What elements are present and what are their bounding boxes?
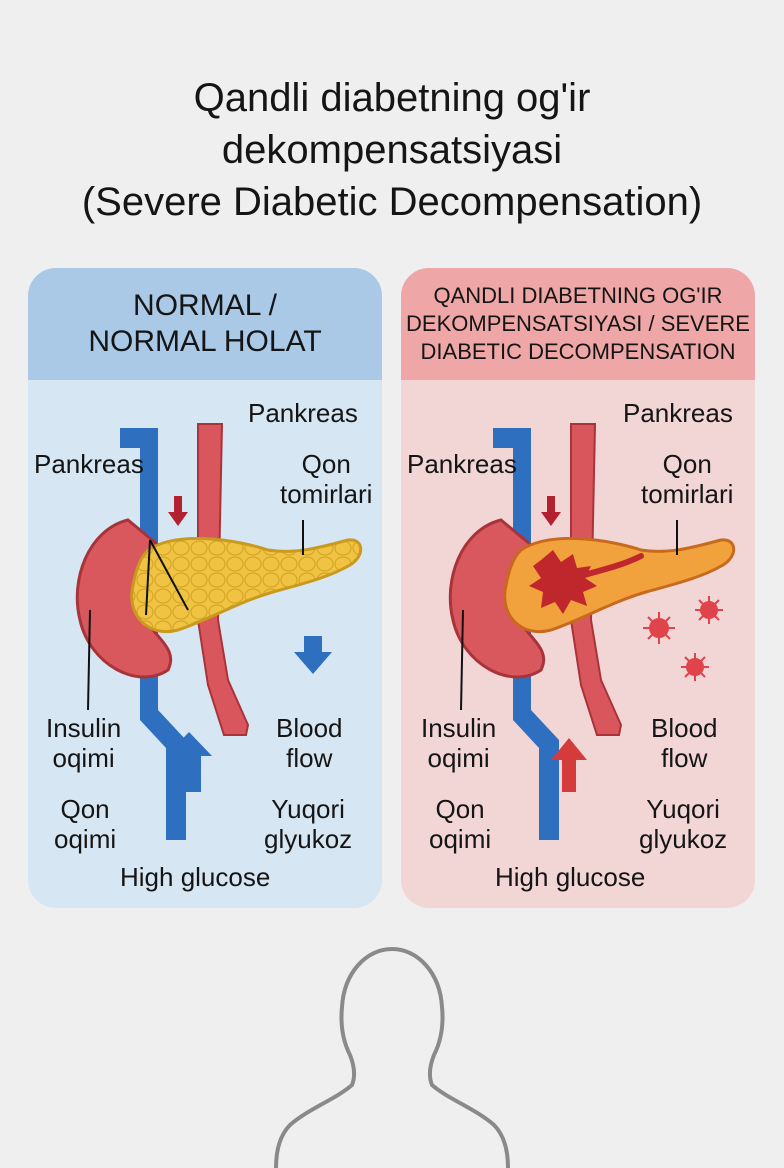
severe-label-qon-oqimi: Qon oqimi xyxy=(429,794,492,854)
normal-label-pankreas-left: Pankreas xyxy=(34,449,144,479)
severe-label-pankreas-top: Pankreas xyxy=(623,398,733,428)
normal-label-qon-oqimi: Qon oqimi xyxy=(54,794,117,854)
severe-label-high-glucose: High glucose xyxy=(495,862,646,892)
normal-label-insulin: Insulin oqimi xyxy=(46,713,122,773)
normal-label-qon-tomirlari: Qon tomirlari xyxy=(280,449,373,509)
severe-artery xyxy=(570,423,623,736)
severe-virus-icon-1 xyxy=(643,612,675,644)
normal-panel-header: NORMAL / NORMAL HOLAT xyxy=(28,268,382,380)
severe-small-red-arrow-icon xyxy=(541,496,561,526)
severe-header-line-1: QANDLI DIABETNING OG'IR xyxy=(433,283,723,308)
severe-header-line-3: DIABETIC DECOMPENSATION xyxy=(420,339,736,364)
normal-label-blood-flow: Blood flow xyxy=(276,713,343,773)
title-line-3: (Severe Diabetic Decompensation) xyxy=(81,180,703,224)
severe-label-blood-flow: Blood flow xyxy=(651,713,718,773)
severe-up-arrow-icon xyxy=(551,738,587,792)
normal-header-line-1: NORMAL / xyxy=(133,289,277,322)
normal-down-arrow-icon xyxy=(294,636,332,674)
normal-label-yuqori-glyukoz: Yuqori glyukoz xyxy=(264,794,353,854)
severe-header-line-2: DEKOMPENSATSIYASI / SEVERE xyxy=(406,311,750,336)
severe-lesion xyxy=(529,550,597,614)
severe-label-pankreas-left: Pankreas xyxy=(407,449,517,479)
normal-pancreas-illustration xyxy=(75,423,363,840)
normal-label-high-glucose: High glucose xyxy=(120,862,271,892)
normal-label-pankreas-top: Pankreas xyxy=(248,398,358,428)
normal-header-line-2: NORMAL HOLAT xyxy=(88,325,322,358)
page-title: Qandli diabetning og'ir dekompensatsiyas… xyxy=(0,72,784,228)
normal-up-arrow-icon xyxy=(166,732,212,792)
severe-label-yuqori-glyukoz: Yuqori glyukoz xyxy=(639,794,728,854)
normal-panel: NORMAL / NORMAL HOLAT Pankreas Pankreas … xyxy=(28,268,382,908)
severe-virus-icon-3 xyxy=(681,653,709,681)
normal-artery xyxy=(197,423,250,736)
normal-small-red-arrow-icon xyxy=(168,496,188,526)
severe-label-insulin: Insulin oqimi xyxy=(421,713,497,773)
person-silhouette-icon xyxy=(274,946,510,1168)
severe-panel-header: QANDLI DIABETNING OG'IR DEKOMPENSATSIYAS… xyxy=(401,268,755,380)
severe-virus-icon-2 xyxy=(695,596,723,624)
severe-panel: QANDLI DIABETNING OG'IR DEKOMPENSATSIYAS… xyxy=(401,268,755,908)
severe-label-qon-tomirlari: Qon tomirlari xyxy=(641,449,734,509)
title-line-1: Qandli diabetning og'ir xyxy=(193,76,591,120)
severe-pancreas-illustration xyxy=(448,423,736,840)
title-line-2: dekompensatsiyasi xyxy=(221,128,563,172)
